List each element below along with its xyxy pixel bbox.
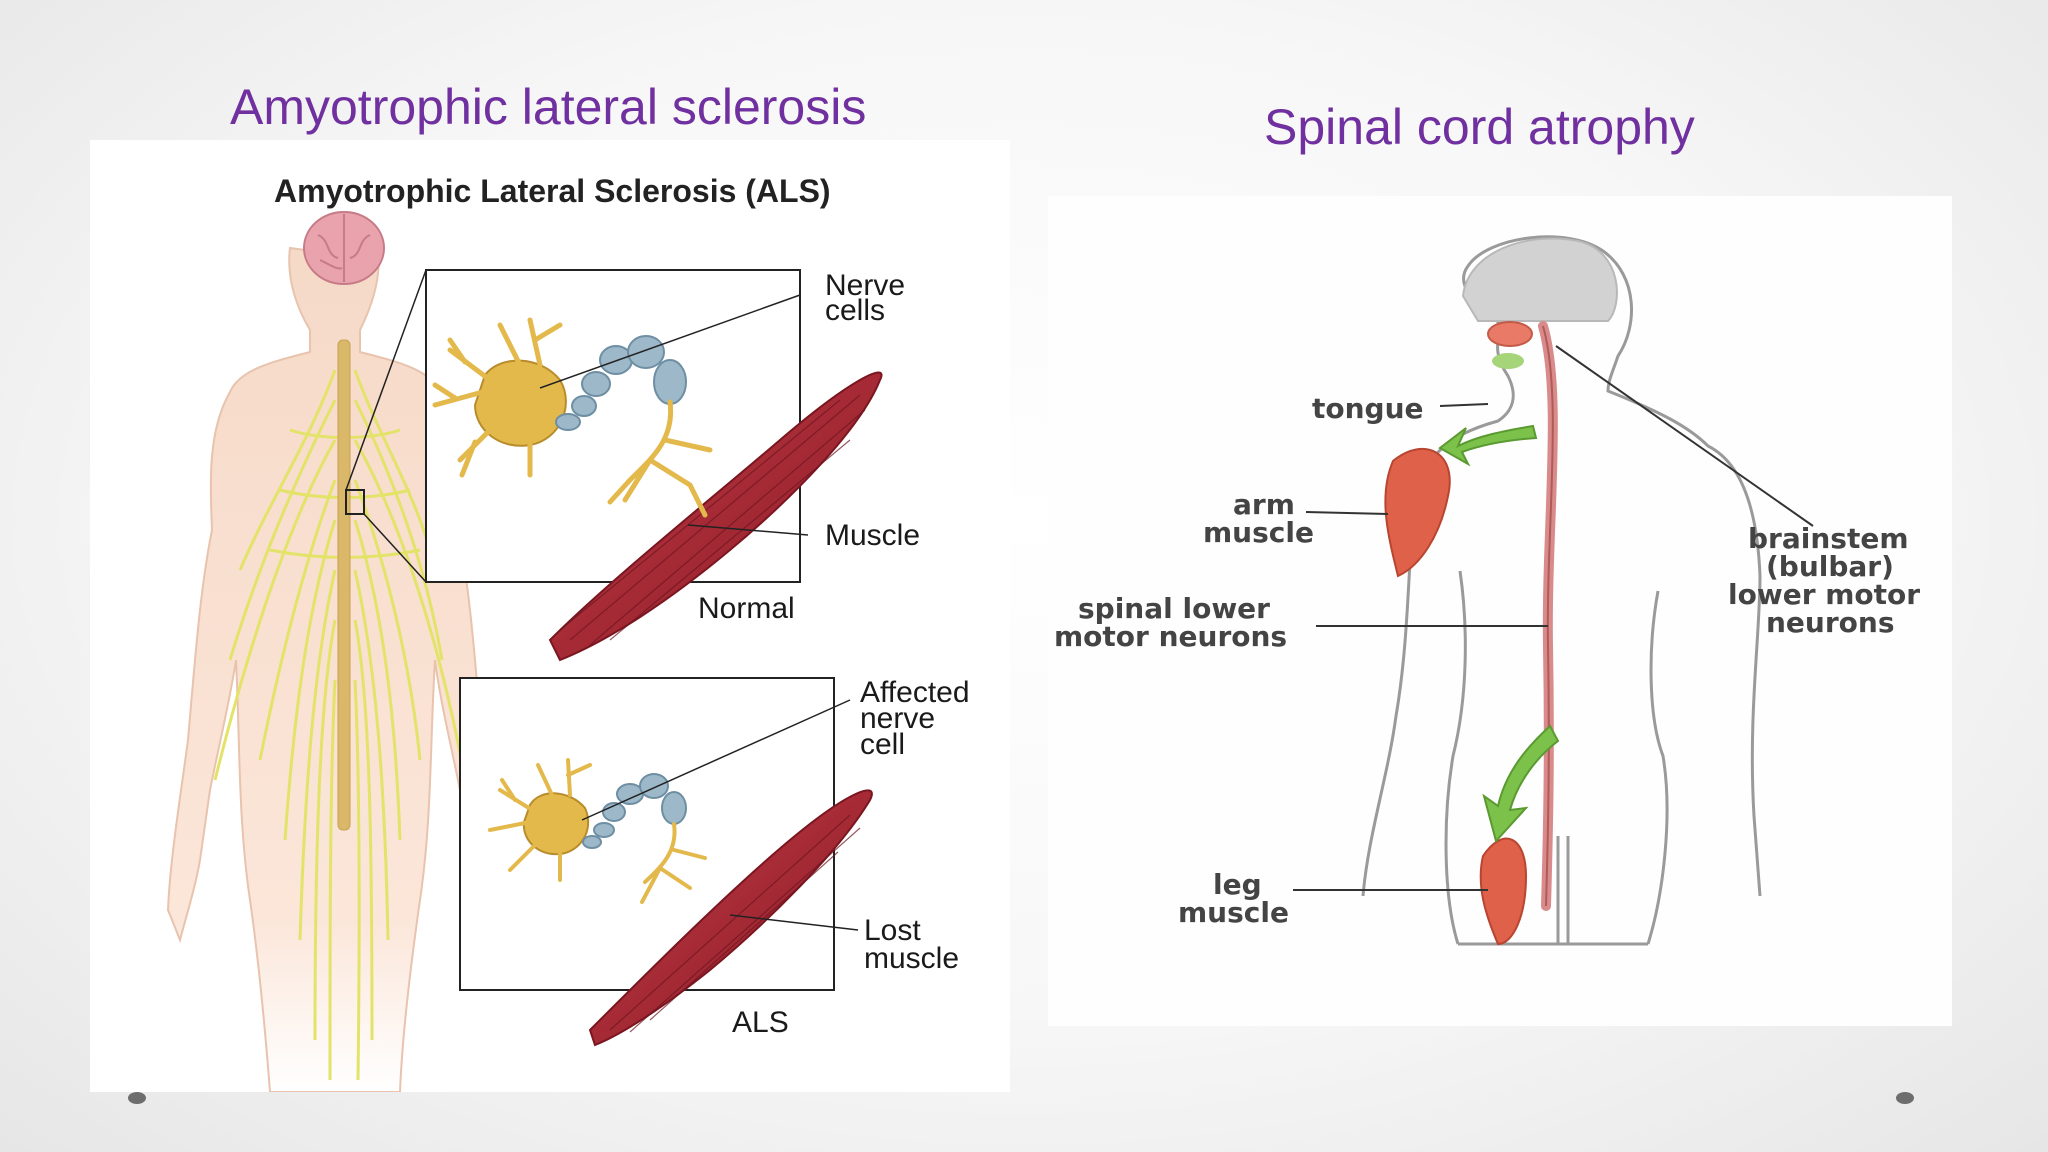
slide-corner-dot-left [128, 1092, 146, 1104]
slide-title-als: Amyotrophic lateral sclerosis [230, 79, 867, 135]
sma-arm-muscle [1384, 447, 1451, 578]
als-diagram: Amyotrophic Lateral Sclerosis (ALS) [166, 173, 970, 1093]
slide-corner-dot-right [1896, 1092, 1914, 1104]
label-brainstem-line1: brainstem [1748, 522, 1909, 555]
axon [555, 335, 687, 431]
label-lost-muscle-line1: Lost [864, 914, 921, 947]
brain [303, 211, 385, 285]
label-brainstem-line3: lower motor [1728, 578, 1920, 611]
sma-leg-muscle [1479, 837, 1528, 946]
label-affected-line1: Affected [860, 676, 970, 709]
arrow-to-leg [1482, 724, 1560, 844]
arrow-to-arm [1438, 424, 1538, 467]
label-affected-line2: nerve [860, 702, 935, 735]
sma-diagram: tongue arm muscle spinal lower motor neu… [1054, 235, 1920, 946]
label-arm-muscle-line2: muscle [1203, 516, 1314, 549]
body-outline [1361, 235, 1762, 946]
label-arm-muscle-line1: arm [1233, 488, 1295, 521]
als-diagram-panel: Amyotrophic Lateral Sclerosis (ALS) [90, 140, 1010, 1093]
label-spinal-neurons-line1: spinal lower [1078, 592, 1270, 625]
label-tongue: tongue [1312, 392, 1424, 425]
label-leg-muscle-line2: muscle [1178, 896, 1289, 929]
als-heading: Amyotrophic Lateral Sclerosis (ALS) [274, 173, 831, 209]
label-lost-muscle-line2: muscle [864, 942, 959, 975]
label-spinal-neurons-line2: motor neurons [1054, 620, 1287, 653]
normal-inset: Normal [425, 269, 883, 662]
spinal-cord [337, 339, 351, 831]
label-brainstem-line4: neurons [1766, 606, 1895, 639]
label-affected-line3: cell [860, 728, 905, 761]
peripheral-nerves [213, 369, 467, 1081]
label-nerve-cells-line1: Nerve [825, 269, 905, 302]
spine-highlight-box [345, 489, 365, 515]
slide-title-spinal-atrophy: Spinal cord atrophy [1264, 99, 1695, 155]
caption-als: ALS [732, 1006, 789, 1039]
label-nerve-cells-line2: cells [825, 294, 885, 327]
sma-diagram-panel: tongue arm muscle spinal lower motor neu… [1048, 196, 1952, 1026]
als-inset: ALS [459, 677, 873, 1047]
label-leg-muscle-line1: leg [1213, 868, 1262, 901]
caption-normal: Normal [698, 592, 795, 625]
sma-brain [1461, 237, 1618, 322]
label-muscle: Muscle [825, 519, 920, 552]
label-brainstem-line2: (bulbar) [1766, 550, 1894, 583]
